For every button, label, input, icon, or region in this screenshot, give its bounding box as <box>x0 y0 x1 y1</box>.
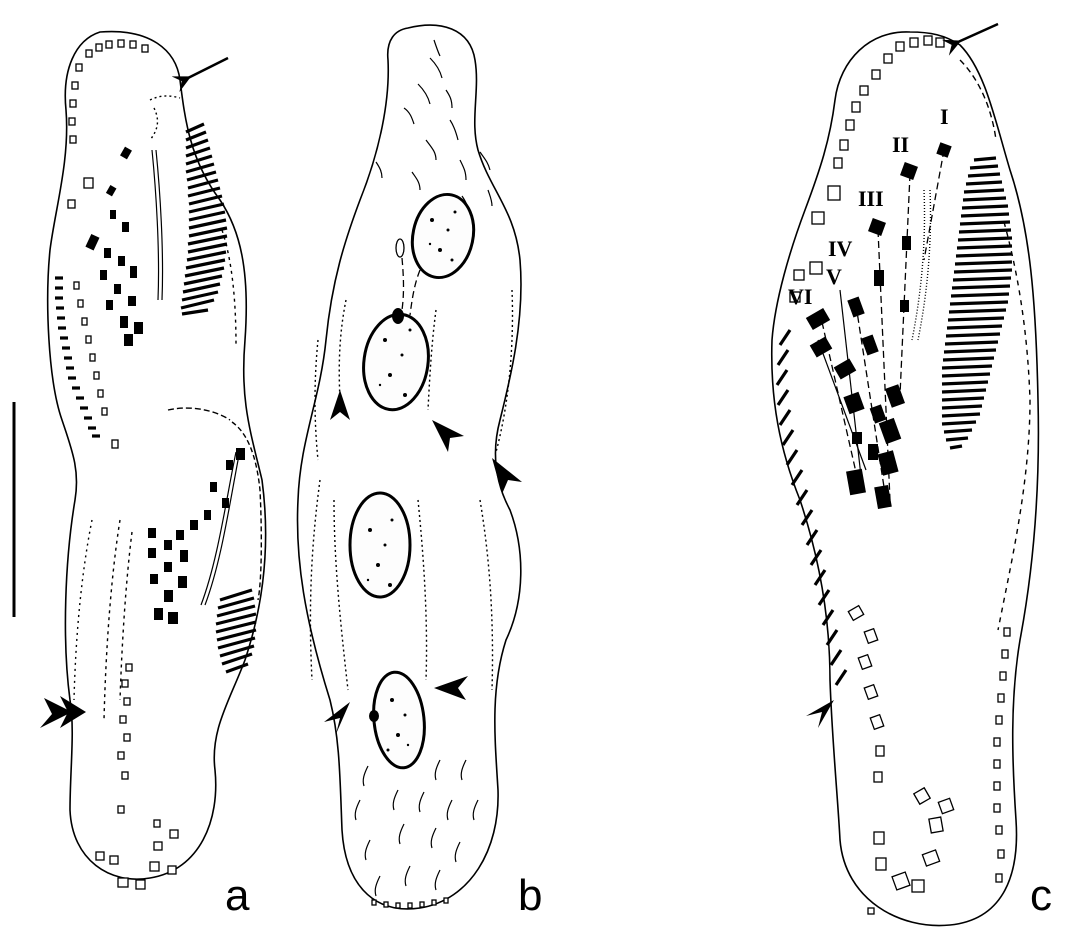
panel-b-caudal-dots <box>372 898 448 908</box>
kinety-label-iv: IV <box>828 236 853 261</box>
panel-c-left-marginal-row <box>777 330 846 685</box>
panel-b-label: b <box>518 871 542 920</box>
panel-a-arrow <box>188 58 228 78</box>
panel-a: a <box>48 32 266 920</box>
panel-c-adoral-zone <box>942 60 1012 448</box>
panel-c: I II III IV V VI <box>772 24 1052 926</box>
kinety-label-vi: VI <box>788 284 812 309</box>
kinety-label-v: V <box>826 264 842 289</box>
kinety-label-iii: III <box>858 186 884 211</box>
panel-c-arrow <box>958 24 998 42</box>
panel-c-right-open-cirri <box>994 628 1010 882</box>
panel-c-arrowhead <box>806 700 834 728</box>
panel-a-adoral-zone-upper <box>181 124 227 314</box>
panel-a-label: a <box>225 871 250 920</box>
panel-b-dorsal-bristles-bottom <box>355 760 478 896</box>
panel-c-frontal-open-cirri <box>790 36 944 302</box>
panel-a-opisthe-adoral-zone <box>168 408 261 672</box>
panel-c-label: c <box>1030 871 1052 920</box>
panel-b-nuclear-stipple <box>367 211 457 752</box>
panel-a-frontal-cirri <box>85 147 143 346</box>
panel-a-frontal-open-cirri <box>68 40 148 208</box>
kinety-label-i: I <box>940 104 949 129</box>
panel-b: b <box>297 25 542 920</box>
panel-a-transverse-open-cirri <box>96 664 178 889</box>
panel-c-transverse-open-cirri <box>848 606 953 914</box>
kinety-label-ii: II <box>892 132 909 157</box>
panel-c-kinety-labels: I II III IV V VI <box>788 104 949 309</box>
panel-b-cell-outline <box>297 25 521 909</box>
